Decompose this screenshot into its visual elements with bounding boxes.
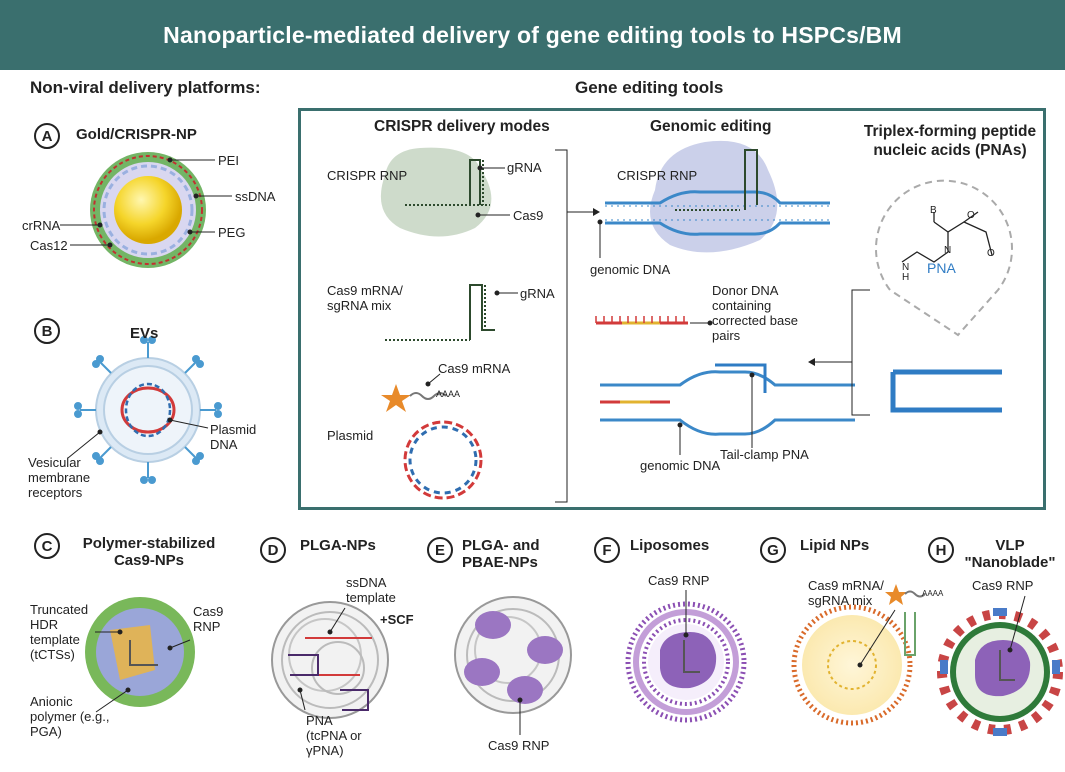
platform-h-title: VLP "Nanoblade" (964, 537, 1056, 571)
gold-crispr-np-graphic (90, 152, 206, 268)
title-banner: Nanoparticle-mediated delivery of gene e… (0, 0, 1065, 70)
anionic-polymer-label: Anionic polymer (e.g., PGA) (30, 694, 110, 739)
grna-label-2: gRNA (520, 286, 555, 301)
scf-label: +SCF (380, 612, 414, 627)
platform-c-title: Polymer-stabilized Cas9-NPs (82, 535, 216, 569)
platforms-header: Non-viral delivery platforms: (30, 78, 261, 97)
platform-d-title: PLGA-NPs (300, 537, 376, 554)
genomic-dna-label-2: genomic DNA (640, 458, 721, 473)
cas9-rnp-label-e: Cas9 RNP (488, 738, 550, 753)
badge-c: C (34, 533, 60, 559)
cas9-mrna-mix-label: Cas9 mRNA/ sgRNA mix (327, 283, 403, 313)
cas9-label: Cas9 (513, 208, 544, 223)
tail-clamp-edit-graphic (600, 363, 855, 436)
pna-graphic (875, 179, 1013, 413)
chem-h-label: H (902, 272, 910, 283)
pna-title: Triplex-forming peptide nucleic acids (P… (863, 123, 1037, 159)
polya-label-g: AAAA (922, 589, 944, 598)
polymer-cas9-np-graphic (85, 597, 195, 707)
pei-label: PEI (218, 153, 239, 168)
genomic-editing-rnp-graphic (605, 140, 830, 253)
platform-a-title: Gold/CRISPR-NP (76, 126, 197, 143)
genomic-dna-label: genomic DNA (590, 262, 671, 277)
plasmid-label: Plasmid (327, 428, 374, 443)
platform-b-title: EVs (130, 325, 159, 342)
polya-label: AAAA (436, 389, 461, 399)
donor-dna-graphic (595, 316, 688, 325)
badge-h: H (928, 537, 954, 563)
chem-nh-label: N (902, 262, 910, 273)
figure-title: Nanoparticle-mediated delivery of gene e… (163, 21, 902, 48)
plasmid-dna-label: Plasmid DNA (210, 422, 257, 452)
badge-d: D (260, 537, 286, 563)
plga-np-graphic (271, 601, 389, 719)
tools-header: Gene editing tools (575, 78, 724, 97)
badge-g: G (760, 537, 786, 563)
chem-n-label: N (944, 245, 952, 256)
pna-label: PNA (927, 260, 956, 276)
lipid-np-graphic (791, 584, 926, 726)
hdr-template-label: Truncated HDR template (tCTSs) (30, 602, 89, 662)
liposome-graphic (625, 601, 747, 723)
crispr-rnp-graphic (380, 147, 492, 237)
cas9-rnp-label-f: Cas9 RNP (648, 573, 710, 588)
grna-label: gRNA (507, 160, 542, 175)
vlp-nanoblade-graphic (937, 608, 1063, 736)
badge-e: E (427, 537, 453, 563)
vesicular-receptors-label: Vesicular membrane receptors (28, 455, 91, 500)
pna-d-label: PNA (tcPNA or γPNA) (306, 713, 362, 758)
ev-graphic (74, 336, 222, 484)
platform-f-title: Liposomes (630, 537, 710, 554)
plga-pbae-np-graphic (454, 596, 572, 714)
cas9-mrna-sgrna-graphic (381, 284, 495, 412)
chem-o-label: O (967, 210, 975, 221)
badge-a: A (34, 123, 60, 149)
cas9-rnp-label-h: Cas9 RNP (972, 578, 1034, 593)
cas9-mrna-mix-label-g: Cas9 mRNA/ sgRNA mix (808, 578, 884, 608)
chem-o2-label: O (987, 248, 995, 259)
ssdna-template-label: ssDNA template (346, 575, 396, 605)
peg-label: PEG (218, 225, 246, 240)
donor-dna-label: Donor DNA containing corrected base pair… (712, 283, 798, 343)
platform-g-title: Lipid NPs (800, 537, 870, 554)
crispr-modes-title: CRISPR delivery modes (374, 118, 550, 135)
crrna-label: crRNA (22, 218, 61, 233)
ssdna-label: ssDNA (235, 189, 276, 204)
gene-editing-tools-panel (298, 108, 1046, 510)
chem-b-label: B (930, 205, 937, 216)
cas9-rnp-label-c: Cas9 RNP (193, 604, 224, 634)
plasmid-graphic (403, 420, 483, 500)
tail-clamp-pna-label: Tail-clamp PNA (720, 447, 809, 462)
cas12-label: Cas12 (30, 238, 68, 253)
crispr-rnp-label-2: CRISPR RNP (617, 168, 698, 183)
crispr-rnp-label: CRISPR RNP (327, 168, 408, 183)
genomic-editing-title: Genomic editing (650, 118, 772, 135)
badge-b: B (34, 318, 60, 344)
badge-f: F (594, 537, 620, 563)
cas9-mrna-label: Cas9 mRNA (438, 361, 511, 376)
platform-e-title: PLGA- and PBAE-NPs (462, 537, 540, 571)
